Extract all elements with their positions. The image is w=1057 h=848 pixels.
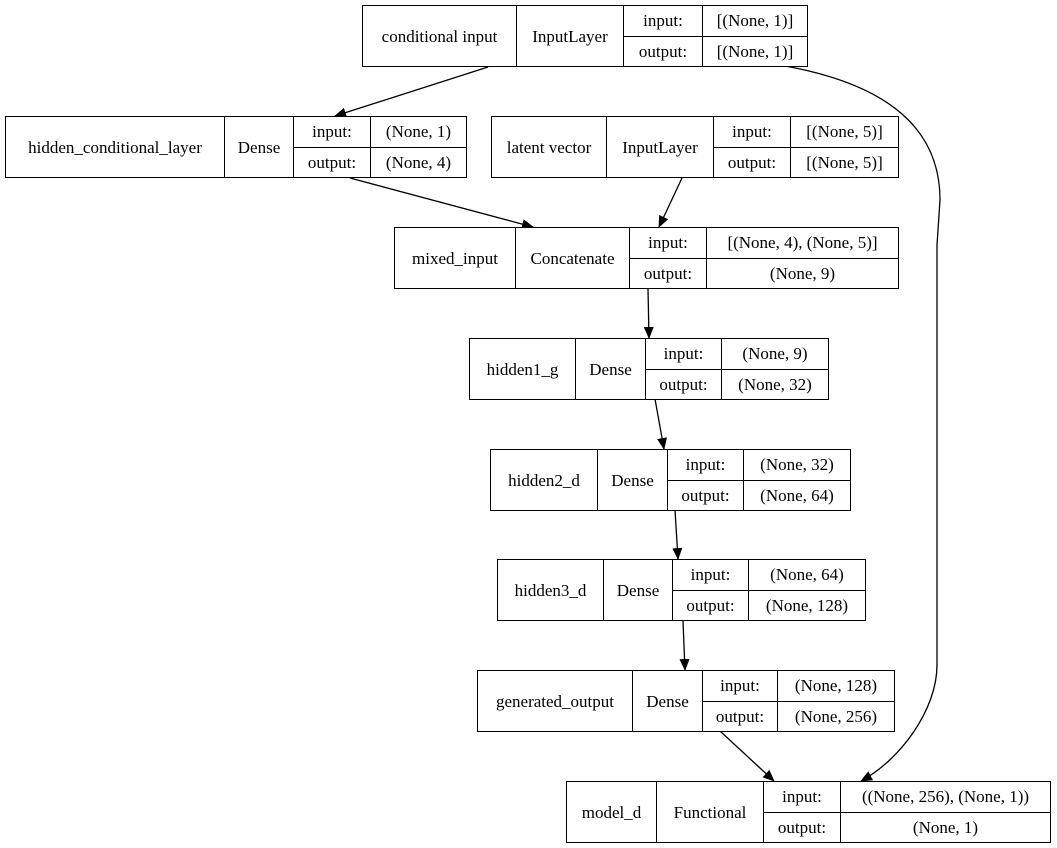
layer-node-generated-output: generated_output Dense input: output: (N… xyxy=(477,670,895,732)
layer-name: mixed_input xyxy=(395,228,516,288)
input-label: input: xyxy=(764,782,840,813)
output-label: output: xyxy=(777,817,827,837)
output-label: output: xyxy=(659,374,708,394)
output-shape: (None, 64) xyxy=(760,485,834,505)
output-label: output: xyxy=(643,263,693,283)
output-shape: (None, 1) xyxy=(912,817,979,837)
input-label: input: xyxy=(294,117,370,148)
io-shapes: (None, 1) (None, 4) xyxy=(371,117,466,177)
layer-node-mixed-input: mixed_input Concatenate input: output: [… xyxy=(394,227,899,289)
output-shape: (None, 256) xyxy=(794,706,878,726)
layer-node-conditional-input: conditional input InputLayer input: outp… xyxy=(362,5,808,67)
layer-type: InputLayer xyxy=(517,6,624,66)
layer-name: hidden3_d xyxy=(498,560,604,620)
io-labels: input: output: xyxy=(646,339,722,399)
input-shape: (None, 32) xyxy=(744,450,850,481)
output-shape: (None, 9) xyxy=(769,263,836,283)
input-shape: [(None, 5)] xyxy=(791,117,898,148)
io-shapes: (None, 9) (None, 32) xyxy=(722,339,828,399)
edge-conditional-input-to-model-d xyxy=(784,65,941,782)
io-shapes: ((None, 256), (None, 1)) (None, 1) xyxy=(841,782,1050,842)
output-label: output: xyxy=(727,152,777,172)
layer-name: conditional input xyxy=(363,6,517,66)
input-label: input: xyxy=(630,228,706,259)
layer-type: Functional xyxy=(657,782,764,842)
layer-node-latent-vector: latent vector InputLayer input: output: … xyxy=(491,116,899,178)
io-shapes: [(None, 5)] [(None, 5)] xyxy=(791,117,898,177)
io-labels: input: output: xyxy=(703,671,778,731)
layer-node-model-d: model_d Functional input: output: ((None… xyxy=(566,781,1051,843)
layer-type: Dense xyxy=(225,117,294,177)
io-labels: input: output: xyxy=(673,560,749,620)
io-shapes: (None, 64) (None, 128) xyxy=(749,560,865,620)
edge-latent-vector-to-mixed-input xyxy=(658,177,683,228)
layer-name: hidden2_d xyxy=(491,450,598,510)
layer-name: latent vector xyxy=(492,117,607,177)
input-label: input: xyxy=(668,450,743,481)
input-label: input: xyxy=(703,671,777,702)
edge-hidden2-d-to-hidden3-d xyxy=(672,509,683,560)
output-label: output: xyxy=(638,41,688,61)
layer-node-hidden3-d: hidden3_d Dense input: output: (None, 64… xyxy=(497,559,866,621)
io-shapes: (None, 32) (None, 64) xyxy=(744,450,850,510)
input-shape: [(None, 1)] xyxy=(703,6,807,37)
layer-type: Dense xyxy=(604,560,673,620)
edge-conditional-input-to-hidden-conditional-layer xyxy=(334,66,489,118)
layer-node-hidden2-d: hidden2_d Dense input: output: (None, 32… xyxy=(490,449,851,511)
io-labels: input: output: xyxy=(624,6,703,66)
io-shapes: [(None, 4), (None, 5)] (None, 9) xyxy=(707,228,898,288)
edge-hidden-conditional-layer-to-mixed-input xyxy=(349,177,534,229)
edge-generated-output-to-model-d xyxy=(719,730,775,782)
layer-type: Concatenate xyxy=(516,228,630,288)
output-shape: [(None, 1)] xyxy=(716,41,794,61)
output-label: output: xyxy=(681,485,730,505)
io-labels: input: output: xyxy=(764,782,841,842)
layer-type: Dense xyxy=(633,671,703,731)
layer-type: InputLayer xyxy=(607,117,714,177)
layer-node-hidden1-g: hidden1_g Dense input: output: (None, 9)… xyxy=(469,338,829,400)
input-shape: ((None, 256), (None, 1)) xyxy=(841,782,1050,813)
layer-name: hidden1_g xyxy=(470,339,576,399)
layer-type: Dense xyxy=(576,339,646,399)
output-label: output: xyxy=(686,595,735,615)
layer-type: Dense xyxy=(598,450,668,510)
input-label: input: xyxy=(646,339,721,370)
input-shape: (None, 128) xyxy=(778,671,894,702)
edge-hidden1-g-to-hidden2-d xyxy=(654,398,667,450)
input-shape: (None, 64) xyxy=(749,560,865,591)
edge-mixed-input-to-hidden1-g xyxy=(643,288,654,339)
io-shapes: [(None, 1)] [(None, 1)] xyxy=(703,6,807,66)
io-labels: input: output: xyxy=(294,117,371,177)
input-label: input: xyxy=(624,6,702,37)
output-label: output: xyxy=(715,706,765,726)
io-labels: input: output: xyxy=(668,450,744,510)
input-label: input: xyxy=(714,117,790,148)
edge-hidden3-d-to-generated-output xyxy=(679,620,690,671)
layer-name: hidden_conditional_layer xyxy=(6,117,225,177)
output-shape: (None, 128) xyxy=(765,595,849,615)
layer-name: generated_output xyxy=(478,671,633,731)
input-label: input: xyxy=(673,560,748,591)
input-shape: [(None, 4), (None, 5)] xyxy=(707,228,898,259)
output-shape: [(None, 5)] xyxy=(806,152,883,172)
layer-node-hidden-conditional-layer: hidden_conditional_layer Dense input: ou… xyxy=(5,116,467,178)
io-labels: input: output: xyxy=(714,117,791,177)
output-shape: (None, 4) xyxy=(385,152,452,172)
io-shapes: (None, 128) (None, 256) xyxy=(778,671,894,731)
layer-name: model_d xyxy=(567,782,657,842)
input-shape: (None, 9) xyxy=(722,339,828,370)
output-shape: (None, 32) xyxy=(738,374,812,394)
output-label: output: xyxy=(307,152,357,172)
input-shape: (None, 1) xyxy=(371,117,466,148)
io-labels: input: output: xyxy=(630,228,707,288)
